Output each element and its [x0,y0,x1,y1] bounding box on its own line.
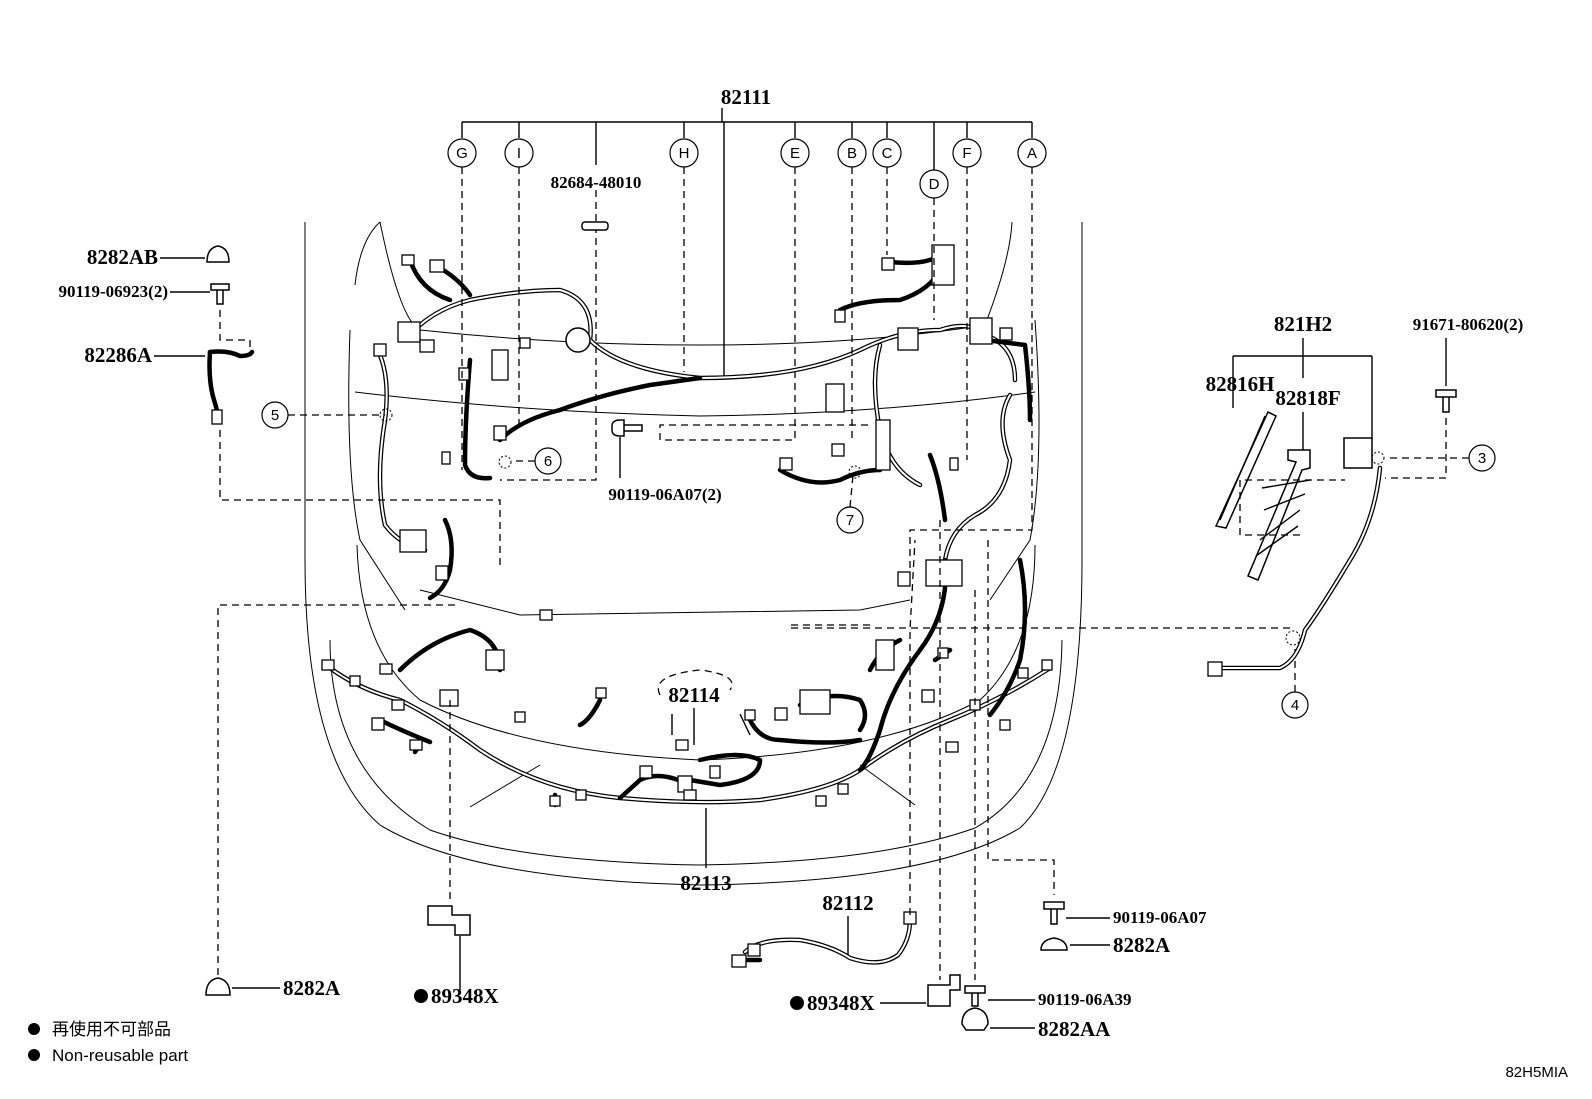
vehicle-outline [304,221,1083,886]
svg-text:I: I [517,145,521,162]
svg-text:H: H [679,145,690,162]
svg-text:G: G [456,145,468,162]
callout-5: 5 [261,401,393,429]
label-82818F: 82818F [1275,386,1340,410]
callout-C: C [872,138,902,168]
bolt-icon [964,985,986,1007]
group-821H2: 821H2 82816H 82818F [789,312,1383,677]
bolt-icon [210,283,230,305]
part-82112: 82112 [731,539,917,968]
cover-82818F-icon [1247,449,1311,581]
clamp-icon [1040,937,1068,951]
part-82113: 82113 [680,808,732,895]
part-91671-80620: 91671-80620(2) [1385,315,1523,479]
label-82113: 82113 [680,871,731,895]
svg-text:F: F [962,145,971,162]
bolt-icon [611,419,643,437]
diagram-code: 82H5MIA [1505,1064,1568,1081]
main-harness-82111 [377,255,1033,601]
label-821H2: 821H2 [1274,312,1332,336]
bracket-icon [427,905,471,936]
svg-text:7: 7 [846,512,854,529]
label-82684-48010: 82684-48010 [551,173,642,192]
part-8282A-left: 8282A [205,604,460,1000]
relay-block-icon [1343,437,1373,469]
part-8282AB: 8282AB [87,245,230,269]
label-82112: 82112 [822,891,873,915]
label-82111: 82111 [721,85,771,109]
legend: 再使用不可部品 Non-reusable part [28,1019,188,1065]
callout-7: 7 [836,465,864,534]
label-8282A-left: 8282A [283,976,341,1000]
clamp-icon [206,245,230,263]
label-90119-06A39: 90119-06A39 [1038,990,1132,1009]
callout-I: I [504,138,534,168]
part-90119-06A07-2: 90119-06A07(2) [608,419,722,504]
svg-text:4: 4 [1291,697,1299,714]
svg-text:B: B [847,145,857,162]
part-89348X-left: 89348X [414,700,499,1008]
svg-text:5: 5 [271,407,279,424]
label-82286A: 82286A [84,343,153,367]
cover-82816H-icon [1214,410,1277,529]
bolt-icon [1435,389,1457,413]
legend-en: Non-reusable part [52,1046,188,1065]
callout-D: D [919,169,949,199]
svg-text:D: D [929,176,940,193]
clamp-icon [961,1007,989,1031]
label-90119-06A07: 90119-06A07 [1113,908,1207,927]
svg-text:6: 6 [544,453,552,470]
callout-4: 4 [1281,630,1309,719]
svg-text:C: C [882,145,893,162]
svg-text:E: E [790,145,800,162]
callout-3: 3 [1371,444,1496,472]
label-89348X-center: 89348X [807,991,875,1015]
part-89348X-center: 89348X [790,520,961,1015]
label-91671-80620: 91671-80620(2) [1413,315,1523,334]
svg-text:A: A [1027,145,1037,162]
legend-jp: 再使用不可部品 [52,1019,171,1039]
label-90119-06A07-2: 90119-06A07(2) [608,485,721,504]
part-82114: 82114 [657,669,751,745]
callout-A: A [1017,138,1047,168]
connectors-front [321,559,1053,807]
callout-G: G [447,138,477,168]
letter-callouts: G I H E B C D F A [447,138,1047,199]
connectors-main [373,244,1013,581]
bracket-icon [927,974,961,1007]
bolt-icon [1043,901,1065,925]
label-82816H: 82816H [1206,372,1275,396]
svg-text:3: 3 [1478,450,1486,467]
callout-B: B [837,138,867,168]
right-bottom-parts: 90119-06A07 8282A 90119-06A39 8282AA [961,540,1207,1041]
label-89348X-left: 89348X [431,984,499,1008]
part-82286A: 82286A [84,310,501,565]
callout-H: H [669,138,699,168]
callout-F: F [952,138,982,168]
callout-E: E [780,138,810,168]
number-callouts: 5 6 7 3 4 [261,401,1496,719]
label-8282AA: 8282AA [1038,1017,1111,1041]
label-90119-06923: 90119-06923(2) [58,282,168,301]
leader-tree-82111 [461,108,1033,570]
label-8282A-right: 8282A [1113,933,1171,957]
part-90119-06923: 90119-06923(2) [58,282,230,305]
label-82114: 82114 [668,683,720,707]
label-8282AB: 8282AB [87,245,158,269]
callout-6: 6 [498,447,562,475]
clip-82684-icon [581,221,609,231]
clamp-icon [205,977,231,996]
